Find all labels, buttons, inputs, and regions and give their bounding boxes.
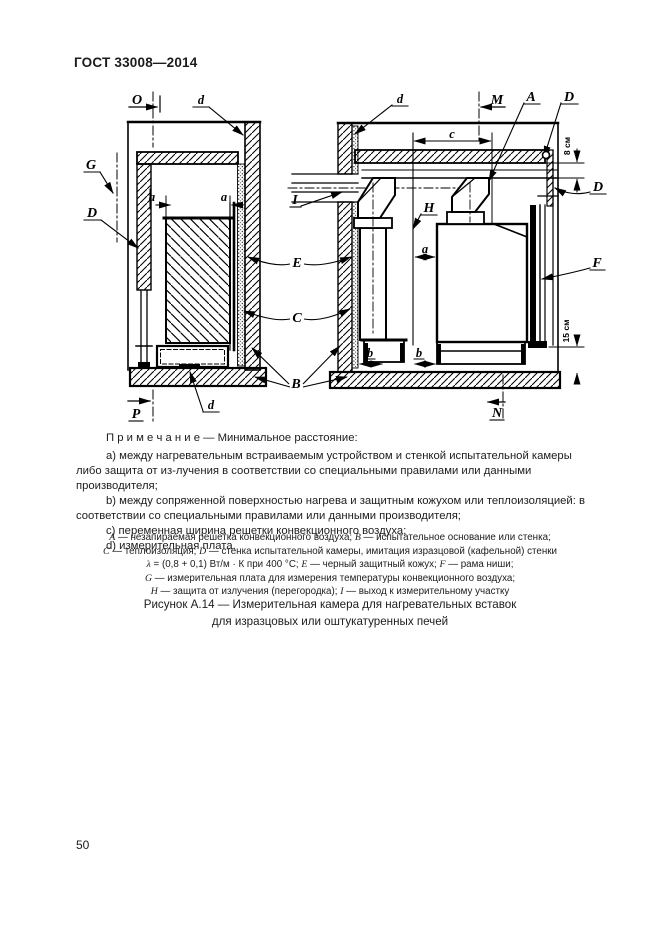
label-d: d xyxy=(397,92,404,106)
label-M: M xyxy=(490,93,504,108)
legend-key: G xyxy=(144,572,153,584)
label-a: a xyxy=(221,190,227,204)
document-title: ГОСТ 33008—2014 xyxy=(74,55,198,70)
label-O: O xyxy=(132,93,142,108)
figure-labels: O d G D a a E C B P d d M c A D I H a D … xyxy=(86,90,603,422)
measuring-board xyxy=(179,364,200,369)
label-E: E xyxy=(291,256,301,271)
label-a: a xyxy=(422,242,428,256)
tile-plate xyxy=(354,149,546,164)
legend-text: = (0,8 + 0,1) Вт/м · К при 400 °С; xyxy=(150,559,302,571)
label-D: D xyxy=(592,180,603,195)
test-base xyxy=(328,370,562,390)
page-number: 50 xyxy=(76,838,90,852)
caption-line-1: Рисунок А.14 — Измерительная камера для … xyxy=(143,598,517,611)
note-item-a: a) между нагревательным встраиваемым уст… xyxy=(76,450,572,493)
legend-text: — стенка испытательной камеры, имитация … xyxy=(206,545,557,557)
legend-text: — испытательное основание или стенка; xyxy=(360,532,551,543)
legend-key: I xyxy=(340,586,344,598)
outlet-duct xyxy=(291,173,359,203)
chamber-wall-right xyxy=(244,121,261,371)
label-C: C xyxy=(292,311,302,326)
note-block: П р и м е ч а н и е — Минимальное рассто… xyxy=(76,431,588,554)
left-chamber xyxy=(83,91,268,422)
niche-wall-left xyxy=(136,163,152,291)
heating-insert xyxy=(165,217,231,344)
legend-key: H xyxy=(150,586,158,598)
legend-key: A xyxy=(109,532,116,543)
legend-line: H — защита от излучения (перегородка); I… xyxy=(100,585,560,599)
label-G: G xyxy=(86,158,96,173)
label-c: c xyxy=(449,127,455,141)
note-label: П р и м е ч а н и е xyxy=(106,432,201,444)
note-item-d: d) измерительная плата. xyxy=(106,540,236,553)
legend-text: — незапираемая решетка конвекционного во… xyxy=(115,532,355,543)
legend-key: F xyxy=(439,559,446,571)
heating-insert xyxy=(435,222,529,344)
label-A: A xyxy=(525,90,535,105)
figure-caption: Рисунок А.14 — Измерительная камера для … xyxy=(115,597,545,631)
legend-text: — защита от излучения (перегородка); xyxy=(157,586,341,598)
chamber-wall-left xyxy=(337,122,353,175)
note-item-b: b) между сопряженной поверхностью нагрев… xyxy=(76,495,586,523)
note-heading: П р и м е ч а н и е — Минимальное рассто… xyxy=(76,431,588,446)
legend-text: — рама ниши; xyxy=(445,559,514,571)
label-b: b xyxy=(416,346,422,360)
legend-line: λ = (0,8 + 0,1) Вт/м · К при 400 °С; E —… xyxy=(100,558,560,572)
pedestal xyxy=(436,341,526,365)
legend-line: G — измерительная плата для измерения те… xyxy=(100,572,560,586)
legend-key: D xyxy=(199,545,207,557)
legend-key: C xyxy=(102,545,110,557)
label-D: D xyxy=(563,90,574,105)
note-item-c: c) переменная ширина решетки конвекционн… xyxy=(106,525,407,538)
note-intro: — Минимальное расстояние: xyxy=(200,432,358,444)
legend-text: — теплоизоляция; xyxy=(109,545,200,557)
label-I: I xyxy=(291,193,298,208)
caption-line-2: для изразцовых или оштукатуренных печей xyxy=(211,614,449,628)
label-P: P xyxy=(132,407,141,422)
label-H: H xyxy=(423,201,436,216)
duct-elbow xyxy=(357,177,396,219)
legend-key: B xyxy=(354,532,361,543)
legend-key: E xyxy=(301,559,308,571)
label-b: b xyxy=(367,346,373,360)
label-F: F xyxy=(591,256,602,271)
label-a: a xyxy=(149,190,155,204)
legend-text: — выход к измерительному участку xyxy=(343,586,510,598)
legend-line: A — незапираемая решетка конвекционного … xyxy=(100,531,560,545)
legend-text: — черный защитный кожух; xyxy=(307,559,440,571)
test-base xyxy=(128,366,268,388)
legend-key: λ xyxy=(146,559,151,571)
label-B: B xyxy=(290,377,300,392)
right-chamber xyxy=(287,91,607,421)
legend-line: C — теплоизоляция; D — стенка испытатель… xyxy=(100,545,560,559)
figure-legend: A — незапираемая решетка конвекционного … xyxy=(100,531,560,599)
niche-frame xyxy=(530,205,536,345)
label-N: N xyxy=(491,406,503,421)
top-plate xyxy=(136,151,239,165)
dimension-8cm: 8 см xyxy=(562,137,572,155)
label-d: d xyxy=(208,398,215,412)
legend-text: — измерительная плата для измерения темп… xyxy=(152,572,516,584)
dimension-15cm: 15 см xyxy=(561,320,571,343)
figure-a14-diagram: O d G D a a E C B P d d M c A D I H a D … xyxy=(83,90,607,422)
duct-elbow xyxy=(451,177,490,213)
label-d: d xyxy=(198,93,205,107)
label-D: D xyxy=(86,206,97,221)
insulation-layer xyxy=(237,163,246,367)
